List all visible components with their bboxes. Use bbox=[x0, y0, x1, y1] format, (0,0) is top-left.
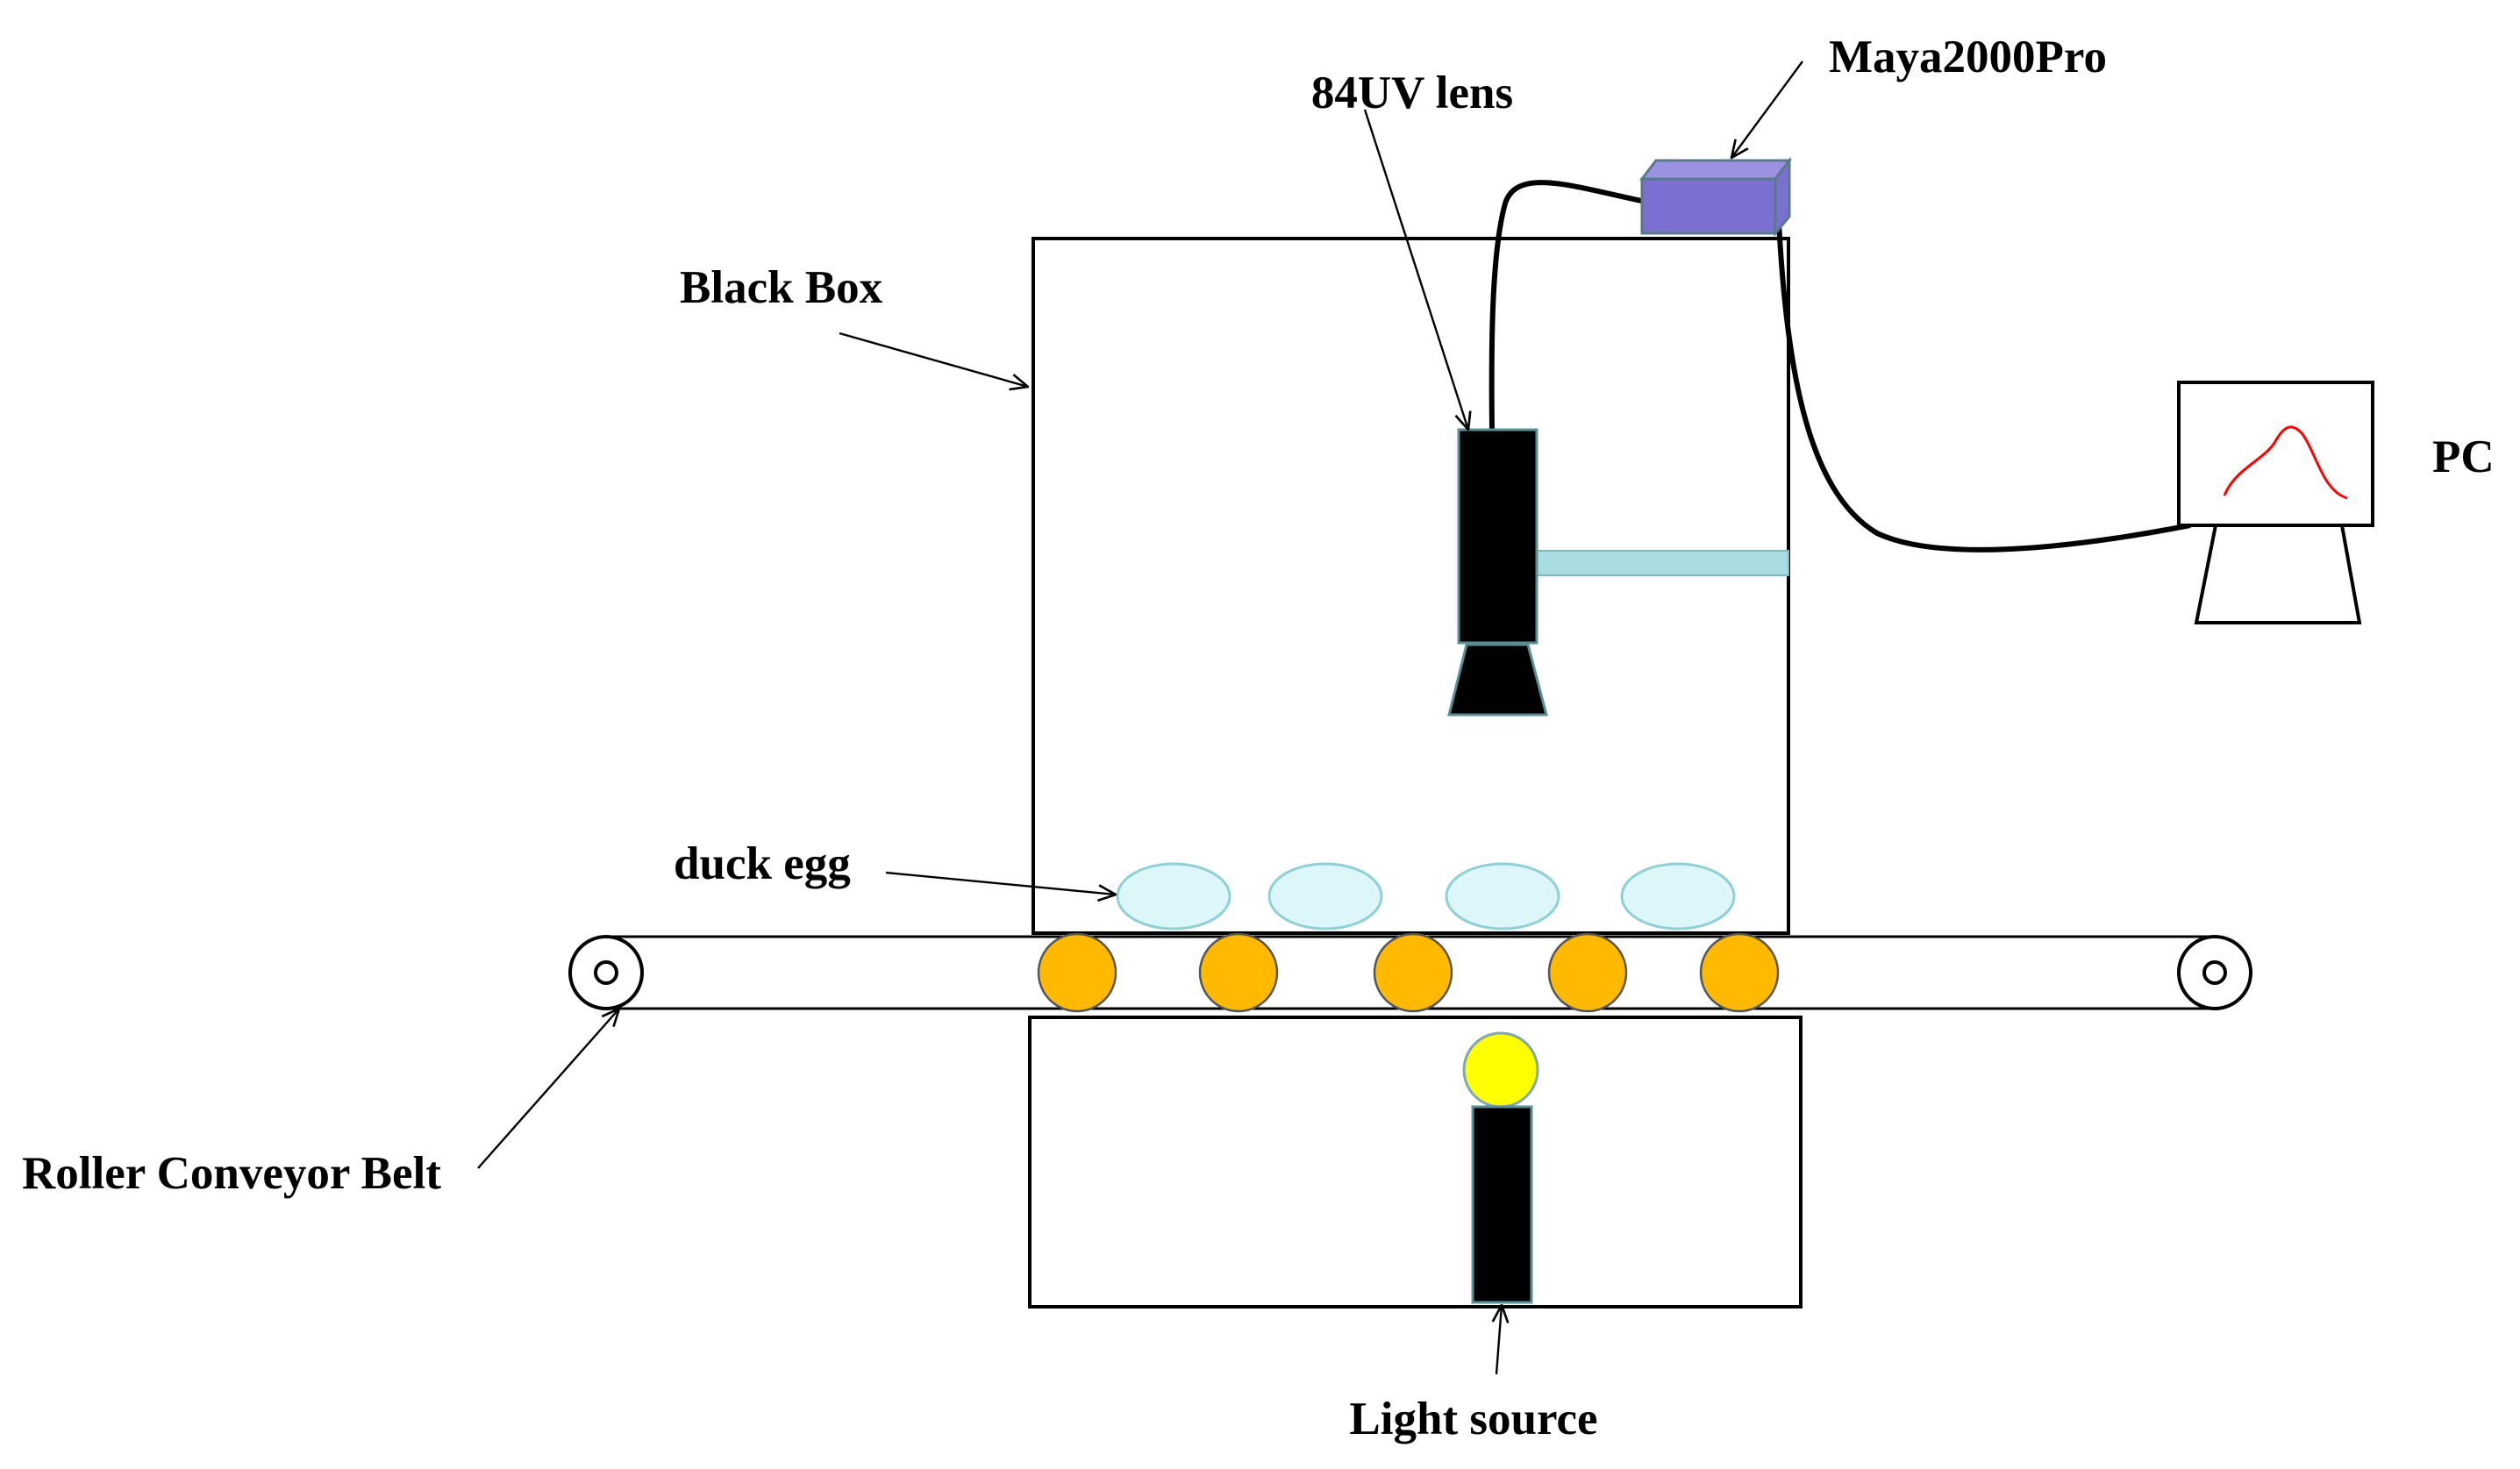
uv-lens bbox=[1447, 643, 1548, 717]
spectrometer-top-face bbox=[1638, 159, 1793, 181]
conveyor-label: Roller Conveyor Belt bbox=[22, 1148, 441, 1199]
spectrometer-front-face bbox=[1640, 177, 1777, 235]
spectrum-curve bbox=[2223, 425, 2348, 500]
duck-egg bbox=[1116, 862, 1231, 931]
duck-egg bbox=[1620, 862, 1736, 931]
lens-cable bbox=[1488, 180, 1655, 431]
lens-arrow bbox=[1363, 109, 1468, 430]
lamp-body bbox=[1471, 1105, 1533, 1304]
duck-egg bbox=[1445, 862, 1560, 931]
black-box bbox=[1032, 237, 1790, 935]
roller bbox=[1198, 932, 1279, 1013]
roller bbox=[1037, 932, 1117, 1013]
duck-egg bbox=[1267, 862, 1383, 931]
roller bbox=[1547, 932, 1628, 1013]
roller bbox=[1699, 932, 1780, 1013]
camera-mount-arm bbox=[1536, 550, 1789, 576]
roller bbox=[1373, 932, 1453, 1013]
light-source-arrow bbox=[1496, 1305, 1502, 1375]
right-pulley-axle bbox=[2202, 960, 2227, 985]
spectrometer-arrow bbox=[1731, 61, 1803, 158]
pc-stand bbox=[2194, 524, 2362, 624]
roller-conveyor-belt bbox=[568, 932, 2252, 1013]
duck-egg-label: duck egg bbox=[674, 838, 851, 889]
spectrometer-label: Maya2000Pro bbox=[1829, 32, 2107, 82]
conveyor-arrow bbox=[477, 1009, 619, 1169]
camera-body bbox=[1457, 428, 1538, 645]
left-pulley-axle bbox=[594, 960, 618, 985]
lamp-bulb bbox=[1462, 1031, 1539, 1109]
pc-monitor bbox=[2177, 381, 2374, 527]
duck-egg-arrow bbox=[885, 871, 1116, 895]
pc bbox=[2177, 381, 2374, 624]
lens-label: 84UV lens bbox=[1311, 68, 1513, 118]
spectrometer bbox=[1638, 156, 1793, 238]
pc-cable bbox=[1775, 205, 2191, 553]
pc-label: PC bbox=[2432, 431, 2495, 482]
black-box-label: Black Box bbox=[680, 262, 883, 313]
black-box-arrow bbox=[839, 332, 1028, 387]
light-source-label: Light source bbox=[1349, 1394, 1597, 1444]
light-source-box bbox=[1028, 1016, 1803, 1309]
